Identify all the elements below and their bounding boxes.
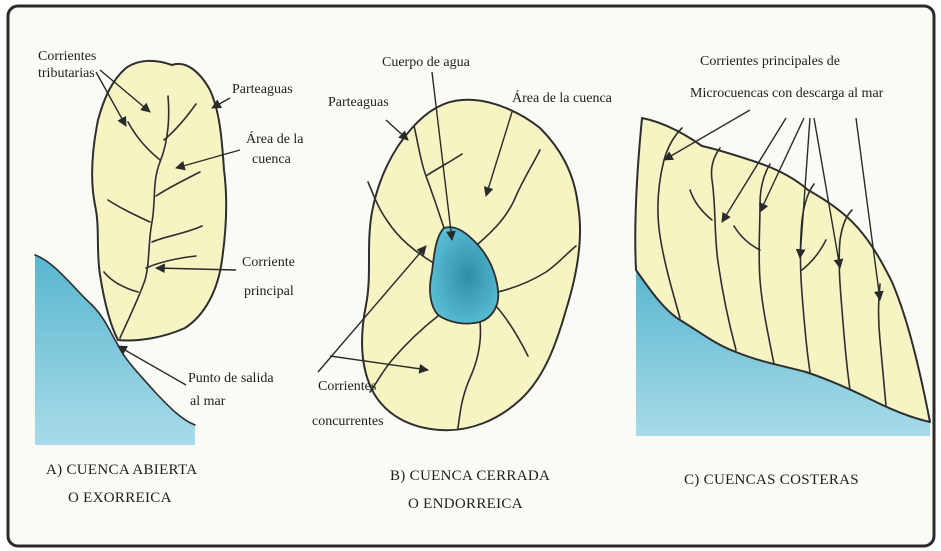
label-a-salida-1: Punto de salida — [188, 371, 274, 386]
stream-b-7 — [495, 305, 529, 357]
caption-c: C) CUENCAS COSTERAS — [684, 472, 859, 488]
arrow-b-area — [483, 111, 513, 197]
sea-area-a — [35, 255, 195, 445]
arrow-b-concurrentes-1 — [317, 245, 427, 373]
stream-b-4 — [497, 245, 577, 293]
label-a-corrientes-1: Corrientes — [38, 49, 96, 64]
sea-area-c — [636, 270, 930, 436]
stream-b-5 — [457, 321, 482, 429]
panel-a: Corrientes tributarias Parteaguas Área d… — [34, 49, 304, 506]
caption-a-1: A) CUENCA ABIERTA — [46, 462, 197, 478]
arrow-b-concurrentes-2 — [329, 355, 429, 374]
stream-c-7 — [689, 189, 713, 221]
basins-c — [634, 117, 931, 423]
stream-c-8 — [733, 225, 761, 251]
stream-c-5 — [838, 209, 853, 391]
label-a-area-2: cuenca — [252, 152, 292, 167]
arrow-c-5 — [813, 117, 844, 269]
arrow-c-3 — [759, 117, 805, 213]
arrow-a-area — [175, 149, 241, 171]
label-a-salida-2: al mar — [190, 394, 226, 409]
stream-b-3 — [477, 149, 541, 245]
label-b-parteaguas: Parteaguas — [328, 95, 389, 110]
arrow-a-salida — [117, 345, 187, 386]
stream-c-1 — [657, 127, 683, 319]
label-b-concurrentes-2: concurrentes — [312, 414, 384, 429]
arrow-c-4 — [795, 117, 811, 259]
label-b-concurrentes-1: Corrientes — [318, 379, 376, 394]
stream-b-8 — [425, 153, 463, 177]
arrow-b-parteaguas — [385, 119, 409, 141]
arrow-c-2 — [721, 117, 787, 223]
label-b-area: Área de la cuenca — [512, 89, 613, 106]
stream-a-7 — [151, 225, 203, 243]
basin-a — [91, 59, 228, 342]
label-c-2: Microcuencas con descarga al mar — [690, 86, 884, 101]
panel-b: Cuerpo de agua Área de la cuenca Parteag… — [312, 55, 613, 512]
label-b-cuerpo: Cuerpo de agua — [382, 55, 471, 70]
stream-a-4 — [163, 103, 197, 141]
stream-a-5 — [145, 255, 197, 269]
panel-c: Corrientes principales de Microcuencas c… — [634, 54, 931, 488]
arrow-c-6 — [855, 117, 884, 301]
arrow-b-cuerpo — [431, 71, 456, 241]
stream-c-4 — [799, 183, 815, 373]
stream-a-1 — [107, 199, 151, 223]
label-a-parteaguas: Parteaguas — [232, 82, 293, 97]
stream-c-9 — [801, 239, 827, 271]
stream-a-3 — [127, 121, 161, 161]
label-a-corrientes-2: tributarias — [38, 66, 95, 81]
arrow-a-tributarias-1 — [95, 71, 127, 127]
caption-a-2: O EXORREICA — [68, 490, 172, 506]
stream-b-6 — [369, 315, 439, 393]
arrow-a-principal — [155, 263, 237, 274]
caption-b-2: O ENDORREICA — [408, 496, 523, 512]
label-a-principal-2: principal — [244, 284, 294, 299]
label-a-principal-1: Corriente — [242, 255, 295, 270]
caption-b-1: B) CUENCA CERRADA — [390, 468, 550, 484]
stream-a-6 — [103, 271, 139, 293]
arrow-a-parteaguas — [211, 97, 231, 109]
label-a-area-1: Área de la — [246, 130, 304, 147]
stream-c-2 — [710, 147, 737, 351]
arrow-a-tributarias-2 — [99, 69, 151, 113]
arrow-c-1 — [663, 109, 751, 161]
stream-a-main — [119, 95, 170, 339]
label-c-1: Corrientes principales de — [700, 54, 840, 69]
stream-a-2 — [155, 171, 201, 197]
coastline-a — [34, 254, 196, 426]
